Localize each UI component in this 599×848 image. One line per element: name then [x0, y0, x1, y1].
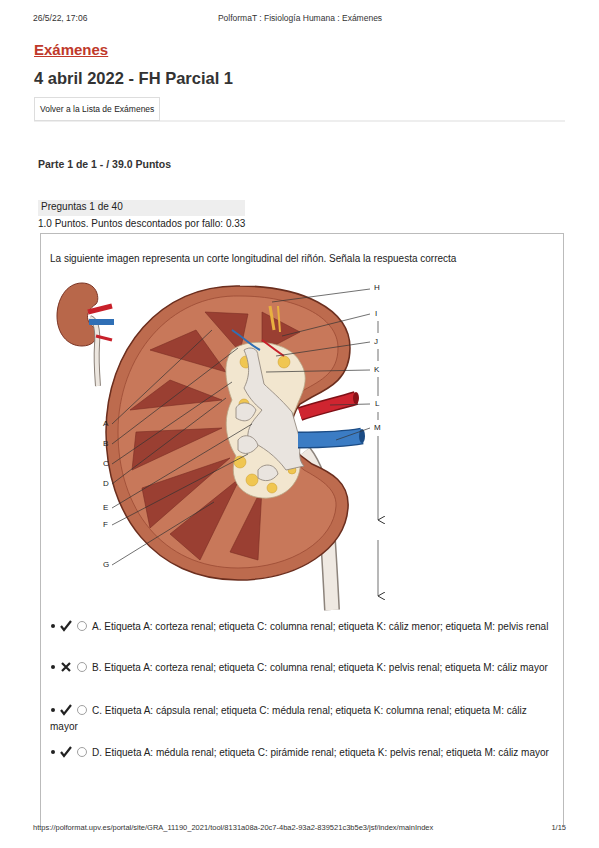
callout-letter: I [375, 309, 377, 319]
callout-letter: J [374, 337, 378, 347]
callout-letter: M [374, 423, 381, 433]
answer-option: C. Etiqueta A: cápsula renal; etiqueta C… [50, 703, 555, 735]
answer-option: A. Etiqueta A: corteza renal; etiqueta C… [50, 619, 555, 635]
node-text: La siguiente imagen representa un corte … [50, 251, 555, 267]
callout-letter: C [103, 459, 109, 469]
node-text: Volver a la Lista de Exámenes [40, 104, 154, 114]
callout-letter: K [374, 365, 379, 375]
small-kidney [57, 283, 114, 470]
answer-option: D. Etiqueta A: médula renal; etiqueta C:… [50, 745, 555, 761]
callout-letter: F [103, 520, 108, 530]
large-kidney-section [106, 286, 365, 610]
leader-lines [112, 289, 378, 596]
back-button: Volver a la Lista de Exámenes [34, 97, 160, 121]
callout-letter: L [375, 399, 379, 409]
callout-letter: G [103, 560, 109, 570]
callout-letter: H [374, 283, 380, 293]
answer-option: B. Etiqueta A: corteza renal; etiqueta C… [50, 660, 555, 676]
callout-letter: B [103, 439, 108, 449]
footer-url: https://polformat.upv.es/portal/site/GRA… [33, 823, 433, 832]
option-marks [51, 621, 87, 757]
breadcrumb-link: Exámenes [34, 41, 108, 59]
print-date: 26/5/22, 17:06 [33, 13, 87, 23]
callout-letter: A [103, 419, 108, 429]
part-heading: Parte 1 de 1 - / 39.0 Puntos [38, 158, 171, 171]
score-info: 1.0 Puntos. Puntos descontados por fallo… [38, 218, 245, 230]
print-header: PolformaT : Fisiología Humana : Exámenes [218, 13, 382, 23]
callout-letter: D [103, 479, 109, 489]
node-text: Preguntas 1 de 40 [41, 201, 123, 213]
question-panel: La siguiente imagen representa un corte … [40, 233, 564, 825]
page-title: 4 abril 2022 - FH Parcial 1 [34, 69, 233, 89]
callout-letter: E [103, 503, 108, 513]
question-counter: Preguntas 1 de 40 [38, 200, 245, 216]
